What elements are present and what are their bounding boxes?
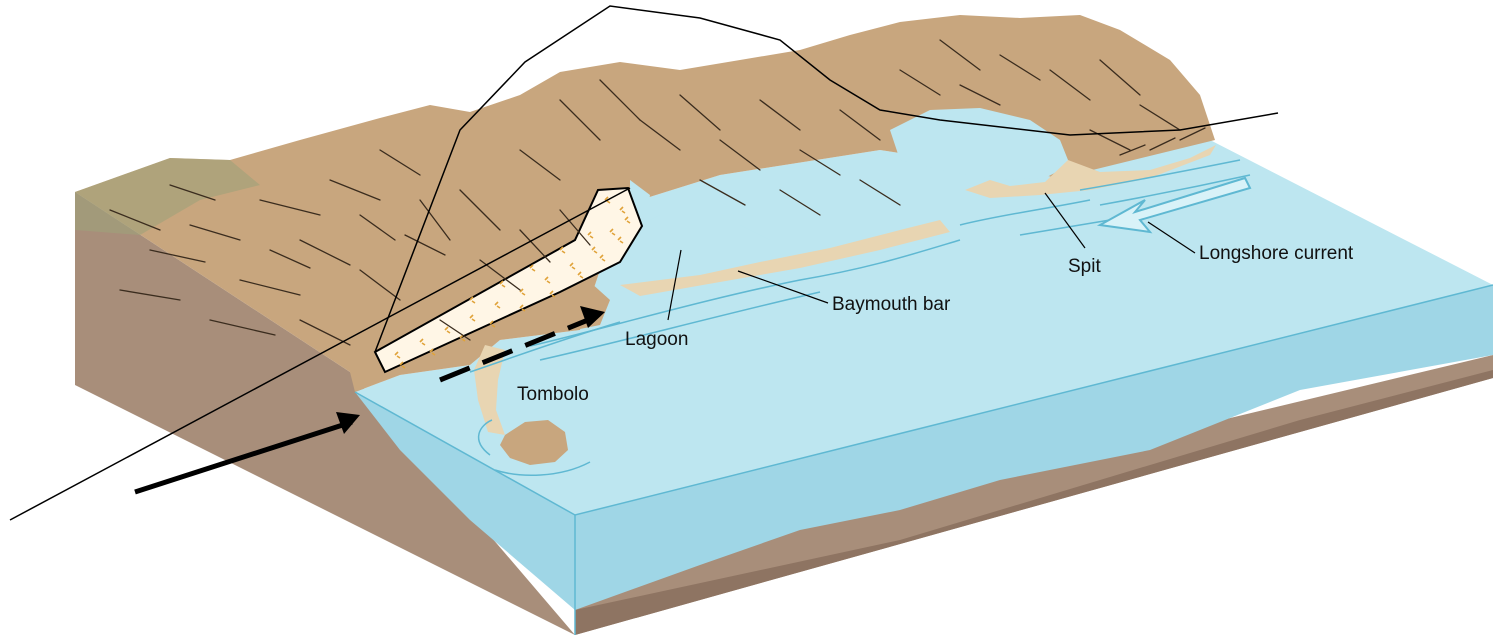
tombolo-label: Tombolo bbox=[517, 384, 589, 405]
longshore-current-label: Longshore current bbox=[1199, 243, 1354, 264]
baymouth-bar-label: Baymouth bar bbox=[832, 294, 951, 315]
spit-label: Spit bbox=[1068, 256, 1101, 277]
lagoon-label: Lagoon bbox=[625, 329, 688, 350]
